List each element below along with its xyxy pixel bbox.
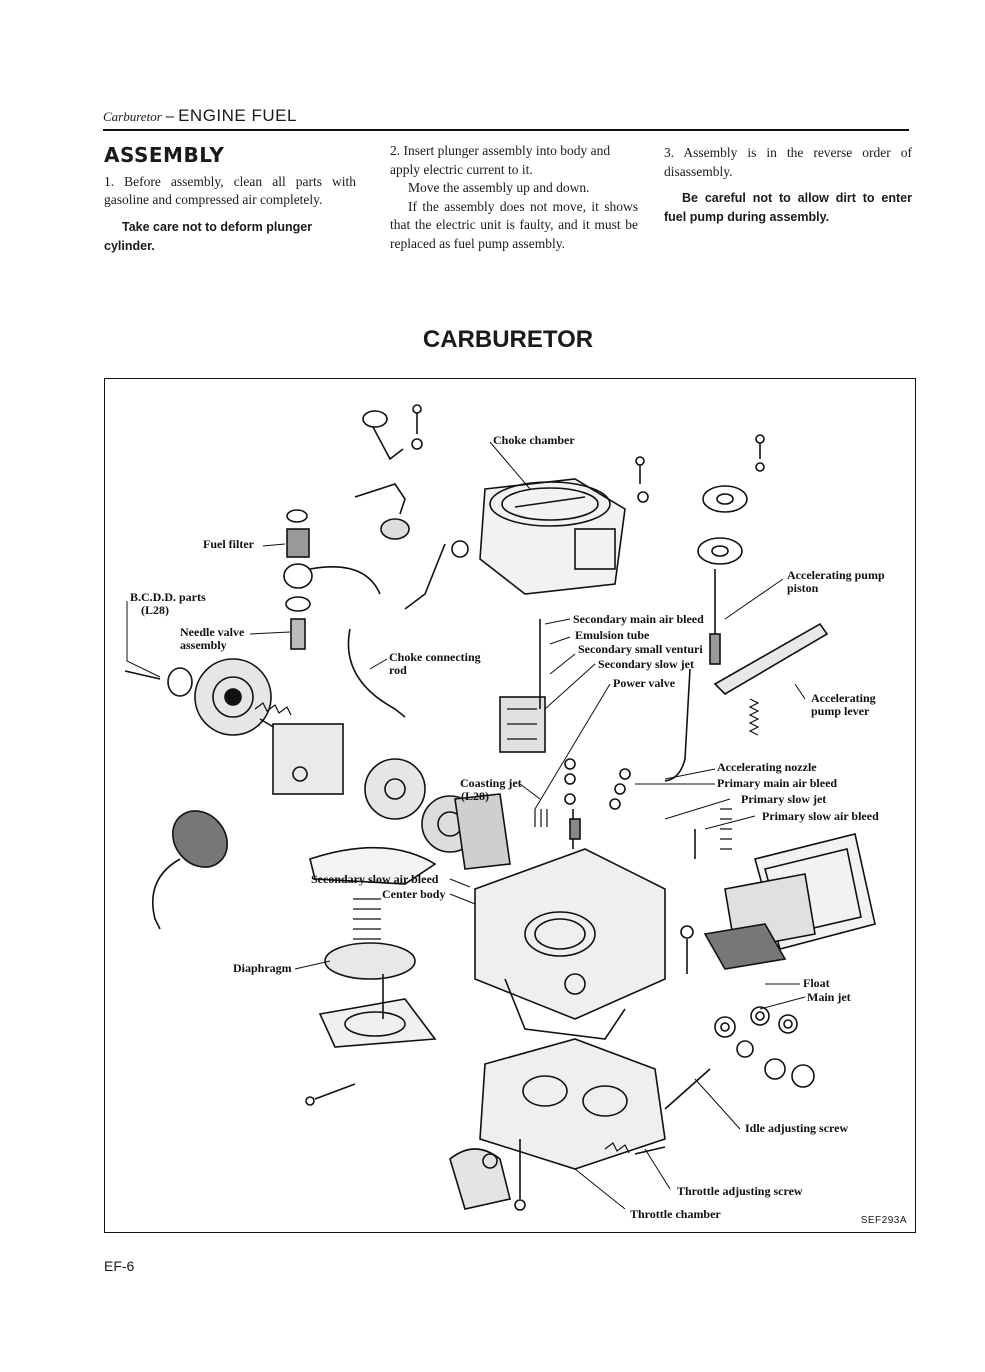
- carburetor-exploded-diagram: Choke chamber Fuel filter B.C.D.D. parts…: [104, 378, 916, 1233]
- label-center-body: Center body: [382, 887, 446, 901]
- exploded-view-drawing: [124, 404, 876, 1211]
- label-secondary-main-air-bleed: Secondary main air bleed: [573, 612, 704, 626]
- label-accelerating-pump-lever: Accelerating: [811, 691, 876, 705]
- text-column-1: ASSEMBLY 1. Before assembly, clean all p…: [104, 142, 356, 256]
- label-primary-main-air-bleed: Primary main air bleed: [717, 776, 838, 790]
- label-choke-connecting-rod-2: rod: [389, 663, 407, 677]
- label-power-valve: Power valve: [613, 676, 676, 690]
- label-bcdd-l28: (L28): [141, 603, 169, 617]
- label-emulsion-tube: Emulsion tube: [575, 628, 650, 642]
- label-idle-adjusting-screw: Idle adjusting screw: [745, 1121, 849, 1135]
- label-primary-slow-air-bleed: Primary slow air bleed: [762, 809, 879, 823]
- label-throttle-adjusting-screw: Throttle adjusting screw: [677, 1184, 803, 1198]
- label-secondary-small-venturi: Secondary small venturi: [578, 642, 703, 656]
- assembly-heading: ASSEMBLY: [104, 143, 225, 167]
- running-header: Carburetor – ENGINE FUEL: [103, 106, 909, 130]
- header-chapter: ENGINE FUEL: [178, 106, 297, 125]
- step-2: 2. Insert plunger assembly into body and…: [390, 143, 611, 177]
- figure-code: SEF293A: [860, 1215, 907, 1226]
- label-accelerating-pump-piston: Accelerating pump: [787, 568, 885, 582]
- label-secondary-slow-jet: Secondary slow jet: [598, 657, 694, 671]
- header-section: Carburetor: [103, 109, 162, 124]
- label-diaphragm: Diaphragm: [233, 961, 292, 975]
- label-needle-valve: Needle valve: [180, 625, 245, 639]
- label-bcdd-parts: B.C.D.D. parts: [130, 590, 206, 604]
- step-1: 1. Before assembly, clean all parts with…: [104, 173, 356, 208]
- caution-1: Take care not to deform plunger cylinder…: [104, 219, 313, 253]
- label-primary-slow-jet: Primary slow jet: [741, 792, 827, 806]
- step-2c: If the assembly does not move, it shows …: [390, 198, 638, 251]
- label-float: Float: [803, 976, 830, 990]
- text-column-3: 3. Assembly is in the reverse order of d…: [664, 144, 912, 227]
- label-needle-valve-2: assembly: [180, 638, 227, 652]
- label-coasting-jet: Coasting jet: [460, 776, 522, 790]
- label-accelerating-nozzle: Accelerating nozzle: [717, 760, 817, 774]
- text-column-2: 2. Insert plunger assembly into body and…: [390, 142, 638, 253]
- label-accelerating-pump-piston-2: piston: [787, 581, 819, 595]
- label-coasting-jet-l28: (L28): [461, 789, 489, 803]
- label-choke-connecting-rod: Choke connecting: [389, 650, 481, 664]
- header-rule: [103, 129, 909, 131]
- step-2b: Move the assembly up and down.: [408, 180, 590, 195]
- label-throttle-chamber: Throttle chamber: [630, 1207, 721, 1221]
- page-number: EF-6: [104, 1258, 135, 1274]
- caution-3: Be careful not to allow dirt to enter fu…: [664, 191, 912, 224]
- label-fuel-filter: Fuel filter: [203, 537, 254, 551]
- label-choke-chamber: Choke chamber: [493, 433, 575, 447]
- header-dash: –: [165, 108, 175, 125]
- choke-chamber-part: [404, 478, 626, 610]
- label-main-jet: Main jet: [807, 990, 851, 1004]
- label-accelerating-pump-lever-2: pump lever: [811, 704, 870, 718]
- label-secondary-slow-air-bleed: Secondary slow air bleed: [311, 872, 439, 886]
- figure-title: CARBURETOR: [422, 326, 594, 353]
- step-3: 3. Assembly is in the reverse order of d…: [664, 145, 912, 179]
